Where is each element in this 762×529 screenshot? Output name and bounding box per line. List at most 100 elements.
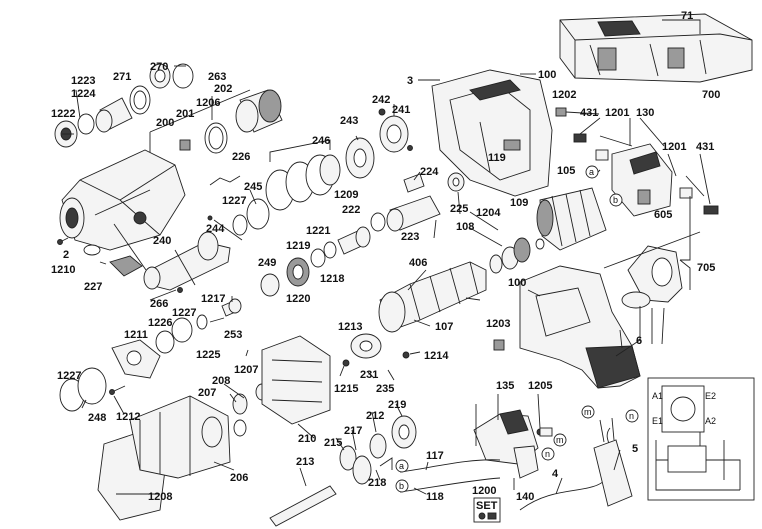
callout-b-wire: b	[399, 481, 404, 491]
label-222: 222	[342, 204, 360, 216]
label-1227-mid: 1227	[222, 195, 246, 207]
label-215: 215	[324, 437, 342, 449]
label-225: 225	[450, 203, 468, 215]
label-1225: 1225	[196, 349, 220, 361]
label-107: 107	[435, 321, 453, 333]
callout-m-plug: m	[584, 407, 592, 417]
callouts: a b m n a b m n	[395, 165, 639, 493]
label-246: 246	[312, 135, 330, 147]
label-270: 270	[150, 61, 168, 73]
label-271: 271	[113, 71, 131, 83]
leader-lines	[62, 19, 711, 495]
label-1227-left: 1227	[57, 370, 81, 382]
label-1211: 1211	[124, 329, 148, 341]
label-241: 241	[392, 104, 410, 116]
label-1203: 1203	[486, 318, 510, 330]
terminal-a1-label: A1	[652, 391, 663, 401]
part-1202	[555, 107, 567, 117]
label-1219: 1219	[286, 240, 310, 252]
label-1220: 1220	[286, 293, 310, 305]
label-1226: 1226	[148, 317, 172, 329]
label-5: 5	[632, 443, 638, 455]
label-223: 223	[401, 231, 419, 243]
terminal-a2-label: A2	[705, 416, 716, 426]
motor-housing-top	[431, 69, 553, 197]
label-135: 135	[496, 380, 514, 392]
label-117: 117	[426, 450, 444, 462]
label-1208: 1208	[148, 491, 172, 503]
label-700: 700	[702, 89, 720, 101]
wiring-schematic: A1 E2 E1 A2	[647, 377, 755, 501]
callout-a-stator: a	[589, 167, 594, 177]
stator	[536, 187, 607, 251]
set-box: SET	[473, 497, 501, 523]
label-263: 263	[208, 71, 226, 83]
label-71: 71	[681, 10, 693, 22]
label-245: 245	[244, 181, 262, 193]
label-201: 201	[176, 108, 194, 120]
label-6: 6	[636, 335, 642, 347]
label-3: 3	[407, 75, 413, 87]
label-218: 218	[368, 477, 386, 489]
label-219: 219	[388, 399, 406, 411]
armature	[378, 237, 545, 333]
gear-shaft-parts	[59, 108, 465, 412]
gear-housing	[97, 335, 331, 521]
label-235: 235	[376, 383, 394, 395]
label-243: 243	[340, 115, 358, 127]
label-605: 605	[654, 209, 672, 221]
label-4: 4	[552, 468, 559, 480]
label-249: 249	[258, 257, 276, 269]
label-1221: 1221	[306, 225, 330, 237]
label-208: 208	[212, 375, 230, 387]
label-210: 210	[298, 433, 316, 445]
wires	[399, 459, 501, 493]
label-140: 140	[516, 491, 534, 503]
label-118: 118	[426, 491, 444, 503]
label-119: 119	[488, 152, 506, 164]
callout-a-wire: a	[399, 461, 404, 471]
label-227: 227	[84, 281, 102, 293]
label-1218: 1218	[320, 273, 344, 285]
label-1212: 1212	[116, 411, 140, 423]
cable-plug	[519, 417, 633, 511]
callout-m-switch: m	[556, 435, 564, 445]
label-240: 240	[153, 235, 171, 247]
label-1206: 1206	[196, 97, 220, 109]
terminal-e1-label: E1	[652, 416, 663, 426]
set-label: SET	[476, 500, 498, 512]
label-100-bottom: 100	[508, 277, 526, 289]
label-406: 406	[409, 257, 427, 269]
label-100-top: 100	[538, 69, 556, 81]
label-224: 224	[420, 166, 439, 178]
label-1210: 1210	[51, 264, 75, 276]
label-253: 253	[224, 329, 242, 341]
brush-holder	[573, 133, 719, 217]
label-266: 266	[150, 298, 168, 310]
label-2: 2	[63, 249, 69, 261]
label-1213: 1213	[338, 321, 362, 333]
label-206: 206	[230, 472, 248, 484]
label-1224: 1224	[71, 88, 96, 100]
label-1227-lower: 1227	[172, 307, 196, 319]
lower-gears	[269, 333, 417, 527]
callout-b-stator: b	[613, 195, 618, 205]
label-231: 231	[360, 369, 378, 381]
label-431-right: 431	[696, 141, 714, 153]
label-1214: 1214	[424, 350, 449, 362]
label-431-top: 431	[580, 107, 598, 119]
callout-n-plug: n	[629, 411, 634, 421]
label-1200: 1200	[472, 485, 496, 497]
label-1209: 1209	[334, 189, 358, 201]
label-108: 108	[456, 221, 474, 233]
label-1201-right: 1201	[662, 141, 686, 153]
terminal-e2-label: E2	[705, 391, 716, 401]
label-217: 217	[344, 425, 362, 437]
label-200: 200	[156, 117, 174, 129]
label-1223: 1223	[71, 75, 95, 87]
label-207: 207	[198, 387, 216, 399]
label-212: 212	[366, 410, 384, 422]
label-1222: 1222	[51, 108, 75, 120]
label-1201-top: 1201	[605, 107, 629, 119]
